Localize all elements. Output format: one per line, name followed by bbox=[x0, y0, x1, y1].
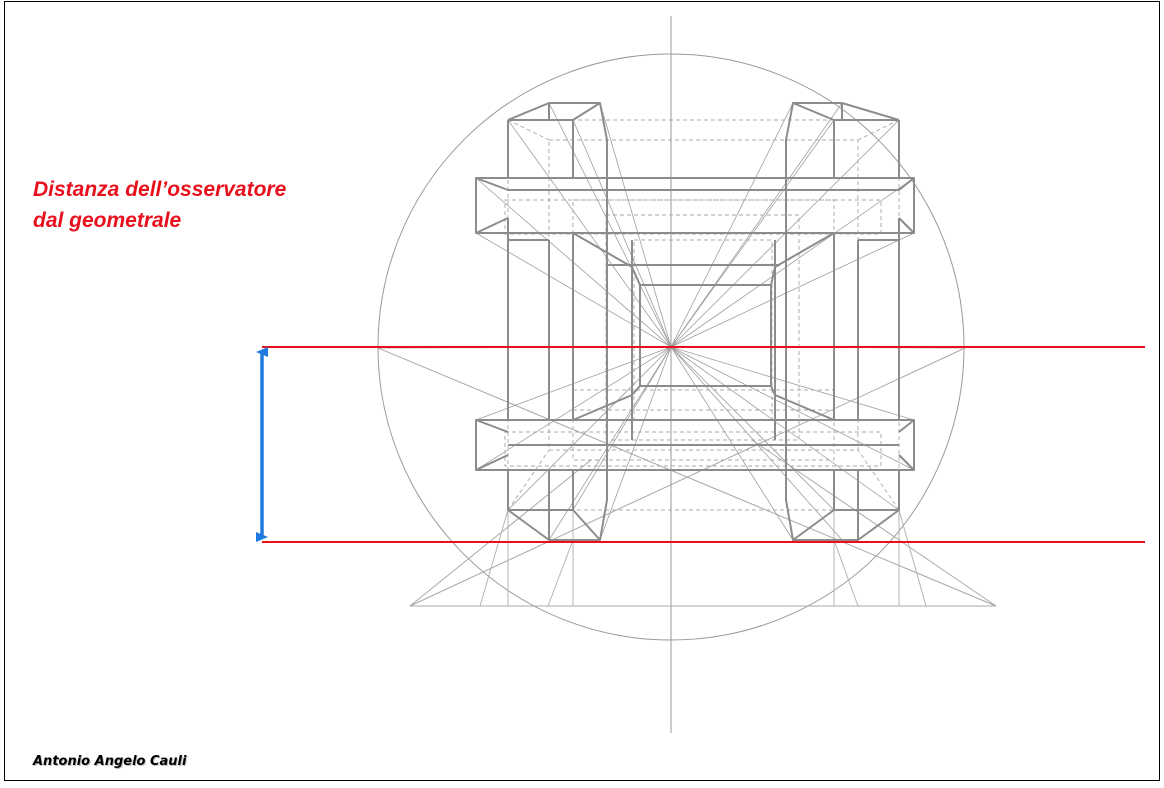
diagram-title: Distanza dell’osservatore dal geometrale bbox=[33, 174, 286, 236]
drawing-frame bbox=[4, 1, 1160, 781]
title-line-1: Distanza dell’osservatore bbox=[33, 178, 287, 201]
ground-guides bbox=[479, 509, 927, 607]
lattice-structure bbox=[475, 102, 915, 541]
author-credit: Antonio Angelo Cauli bbox=[33, 754, 187, 769]
title-line-2: dal geometrale bbox=[33, 209, 182, 232]
ground-triangle bbox=[377, 347, 997, 607]
